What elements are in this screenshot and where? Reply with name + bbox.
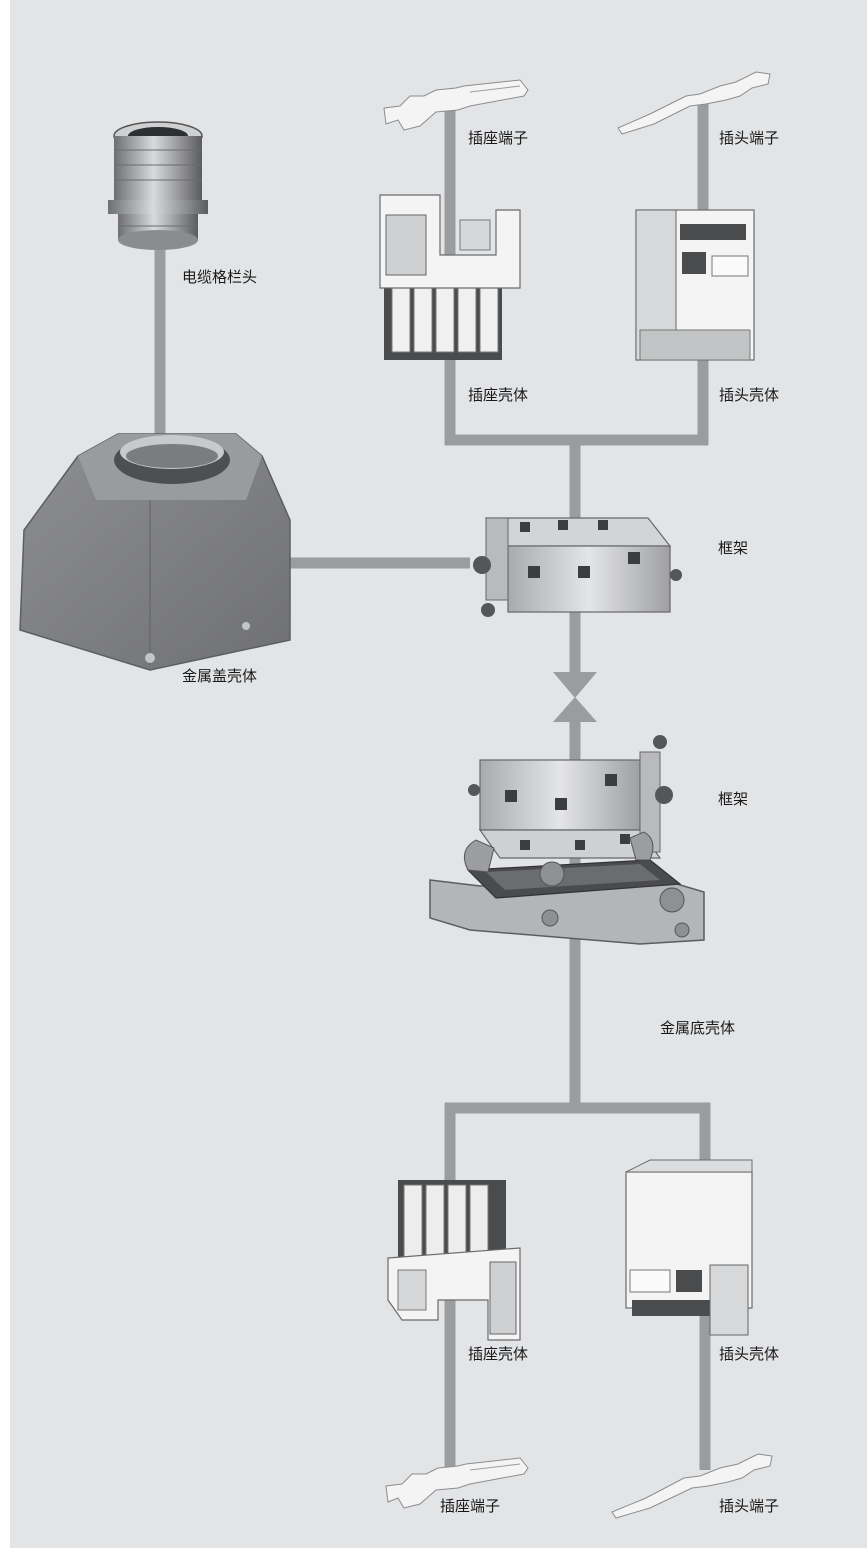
label-hood: 金属盖壳体 [182, 667, 258, 685]
label-bottom-socket-insert: 插座壳体 [468, 1345, 529, 1363]
label-housing-base: 金属底壳体 [660, 1019, 736, 1037]
bottom-socket-insert-icon [387, 1180, 521, 1341]
hood-housing-icon [19, 433, 291, 671]
label-bottom-pin-contact: 插头端子 [719, 1497, 780, 1515]
bottom-pin-contact-icon [611, 1453, 773, 1519]
cable-gland-icon [108, 121, 208, 250]
top-pin-contact-icon [617, 71, 771, 135]
arrow-up-icon [553, 697, 597, 722]
label-bottom-pin-insert: 插头壳体 [719, 1345, 780, 1363]
label-top-socket-contact: 插座端子 [468, 129, 529, 147]
label-top-pin-contact: 插头端子 [719, 129, 780, 147]
top-pin-insert-icon [635, 209, 755, 361]
label-bottom-socket-contact: 插座端子 [440, 1497, 501, 1515]
label-frame-top: 框架 [718, 539, 749, 557]
bulkhead-housing-icon [429, 831, 705, 945]
arrow-down-icon [553, 672, 597, 698]
top-hinged-frame-icon [473, 517, 682, 617]
label-frame-bottom: 框架 [718, 790, 749, 808]
label-cable-gland: 电缆格栏头 [182, 268, 258, 286]
bottom-pin-insert-icon [625, 1159, 753, 1336]
label-top-pin-insert: 插头壳体 [719, 386, 780, 404]
label-top-socket-insert: 插座壳体 [468, 386, 529, 404]
top-socket-contact-icon [383, 79, 529, 131]
bottom-socket-contact-icon [385, 1457, 529, 1509]
top-socket-insert-icon [379, 194, 521, 360]
